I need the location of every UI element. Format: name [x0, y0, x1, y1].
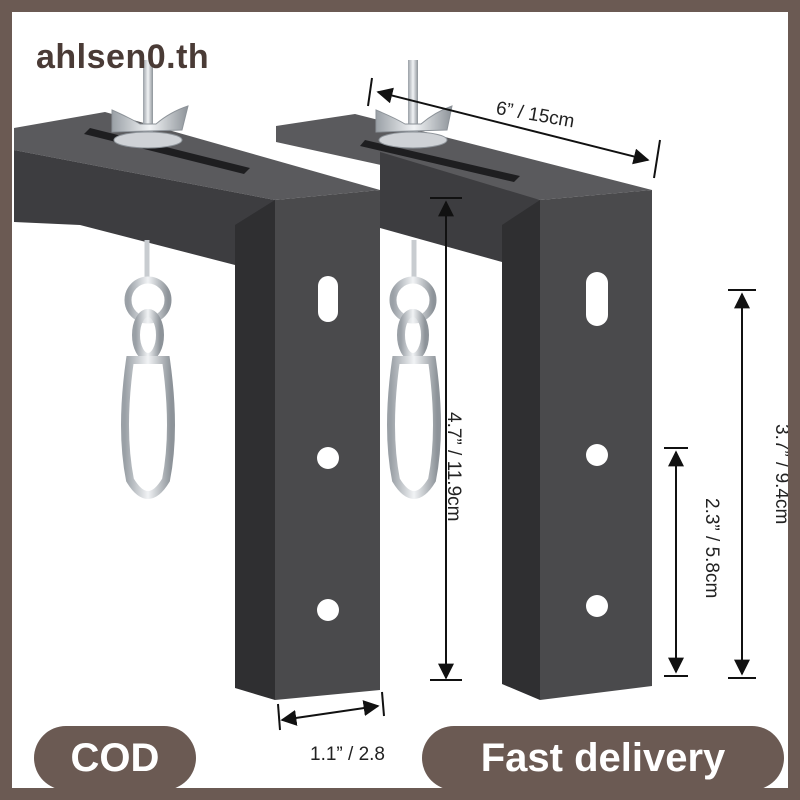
- right-washer: [378, 131, 448, 149]
- right-carabiner: [387, 356, 441, 499]
- right-bracket-arm-front: [380, 152, 540, 265]
- left-bracket-leg-front: [275, 190, 380, 700]
- left-bracket-slot-hole: [318, 276, 338, 322]
- left-bracket-arm-front: [14, 150, 275, 265]
- width-tick-left: [367, 77, 373, 107]
- right-eye-ring: [389, 276, 437, 324]
- depth-dimension-line: [280, 700, 380, 726]
- cod-badge: COD: [34, 726, 196, 788]
- left-bracket-hole: [317, 447, 339, 469]
- left-bracket-leg-side: [235, 200, 275, 700]
- depth-label: 1.1” / 2.8: [310, 744, 385, 765]
- width-tick-right: [653, 139, 661, 179]
- left-bracket-hole: [317, 599, 339, 621]
- depth-tick-right: [381, 691, 385, 717]
- right-bracket-leg-side: [502, 200, 540, 700]
- dimension-lines: [277, 77, 756, 731]
- right-bracket-hole: [586, 444, 608, 466]
- store-watermark: ahlsen0.th: [36, 38, 210, 76]
- right-bracket-slot-hole: [586, 272, 608, 326]
- depth-tick-left: [277, 703, 281, 731]
- product-illustration: [14, 60, 756, 731]
- left-washer: [113, 131, 183, 149]
- height-left-label: 4.7” / 11.9cm: [443, 412, 464, 522]
- left-carabiner: [121, 356, 175, 499]
- height-mid-label: 2.3” / 5.8cm: [701, 498, 722, 599]
- right-bracket-hole: [586, 595, 608, 617]
- left-bracket: [14, 60, 380, 700]
- left-wing-nut: [111, 105, 189, 133]
- height-right-label: 3.7” / 9.4cm: [771, 424, 792, 525]
- left-bolt: [143, 60, 153, 138]
- fast-delivery-badge: Fast delivery: [422, 726, 784, 788]
- width-dimension-line: [376, 87, 650, 165]
- left-eye-ring: [124, 276, 172, 324]
